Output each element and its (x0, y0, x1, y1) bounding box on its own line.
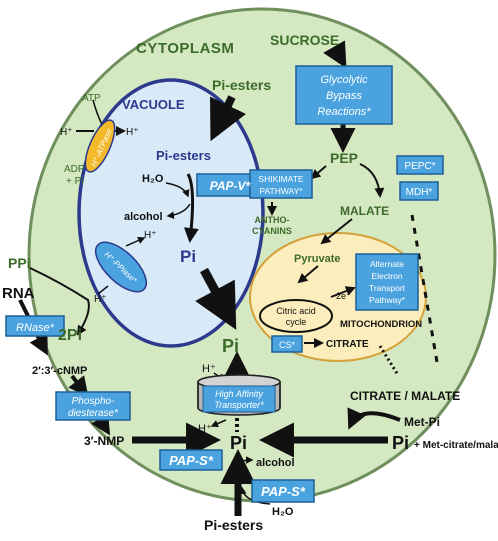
pi-esters-vacuole-label: Pi-esters (156, 148, 211, 163)
citric-line1: Citric acid (276, 306, 316, 316)
citrate-label: CITRATE (326, 339, 369, 350)
pyruvate-label: Pyruvate (294, 253, 340, 265)
alcohol-vacuole-label: alcohol (124, 211, 163, 223)
pi-right-label: Pi (392, 433, 409, 453)
pepc-label: PEPC* (404, 161, 435, 172)
sucrose-label: SUCROSE (270, 32, 339, 48)
h-plus-atpase-out: H⁺ (126, 127, 139, 138)
glycolytic-line3: Reactions* (317, 106, 371, 118)
pap-v-label: PAP-V* (210, 179, 252, 193)
pep-label: PEP (330, 150, 358, 166)
met-pi-label: Met-Pi (404, 415, 440, 429)
cytoplasm-label: CYTOPLASM (136, 40, 234, 57)
mdh-box (399, 181, 439, 201)
citrate-malate-label: CITRATE / MALATE (350, 389, 460, 403)
pi-esters-top-label: Pi-esters (212, 77, 271, 93)
pap-s-left-box (159, 449, 223, 471)
glycolytic-line1: Glycolytic (320, 74, 368, 86)
alt-pathway-line3: Transport (369, 283, 406, 293)
rnase-label: RNase* (16, 322, 55, 334)
cs-box (271, 335, 303, 353)
mitochondrion-label: MITOCHONDRION (340, 319, 422, 330)
met-citrate-label: + Met-citrate/malate (414, 440, 498, 451)
pi-vacuole-label: Pi (180, 247, 196, 266)
h-plus-ppiase-out: H⁺ (94, 294, 107, 305)
transporter-line1: High Affinity (215, 389, 263, 399)
adp-label: ADP (64, 164, 85, 175)
h-plus-transporter-bottom: H⁺ (198, 423, 212, 435)
atp-label: ATP (82, 93, 101, 104)
h-ppiase-pump (94, 241, 148, 293)
alt-pathway-line2: Electron (371, 271, 402, 281)
adp-pi-label: + Pi (66, 176, 84, 187)
alt-pathway-line4: Pathway* (369, 295, 406, 305)
pap-s-left-label: PAP-S* (169, 453, 214, 468)
pap-s-bottom-label: PAP-S* (261, 484, 306, 499)
shikimate-line1: SHIKIMATE (258, 174, 304, 184)
two-pi-label: 2Pi (58, 327, 82, 344)
transporter-line2: Transporter* (214, 400, 264, 410)
rna-label: RNA (2, 285, 35, 302)
glycolytic-line2: Bypass (326, 90, 363, 102)
malate-label: MALATE (340, 204, 389, 218)
shikimate-box (249, 169, 313, 199)
nmp-label: 3′-NMP (84, 434, 124, 448)
cs-label: CS* (279, 340, 296, 350)
phosphodiesterase-line1: Phospho- (72, 396, 115, 407)
cnmp-label: 2′:3′-cNMP (32, 365, 87, 377)
phosphodiesterase-box (55, 391, 131, 421)
rnase-box (5, 315, 65, 337)
pi-center-label: Pi (230, 433, 247, 453)
h-plus-transporter-top: H⁺ (202, 363, 216, 375)
anthocyanins-line2: CYANINS (252, 226, 292, 236)
phosphodiesterase-line2: diesterase* (68, 408, 119, 419)
h2o-vacuole-label: H₂O (142, 173, 164, 185)
anthocyanins-line1: ANTHO- (255, 215, 290, 225)
pi-cyto-label: Pi (222, 336, 239, 356)
pi-esters-bottom-label: Pi-esters (204, 517, 263, 533)
alcohol-bottom-label: alcohol (256, 457, 295, 469)
glycolytic-box (295, 65, 393, 125)
h-atpase-pump (84, 119, 116, 173)
vacuole-compartment (77, 78, 265, 348)
labels: CYTOPLASM SUCROSE Glycolytic Bypass Reac… (2, 32, 498, 533)
citric-line2: cycle (286, 317, 307, 327)
h2o-bottom-label: H₂O (272, 506, 294, 518)
alt-pathway-line1: Alternate (370, 259, 404, 269)
pepc-box (396, 155, 444, 175)
vacuole-label: VACUOLE (122, 97, 185, 112)
h-plus-ppiase-in: H⁺ (144, 230, 157, 241)
h-plus-atpase-in: H⁺ (60, 127, 73, 138)
pap-s-bottom-box (251, 479, 315, 503)
shikimate-line2: PATHWAY* (259, 186, 303, 196)
mdh-label: MDH* (406, 187, 433, 198)
two-e-label: 2e⁻ (336, 291, 351, 301)
ppi-label: PPi (8, 255, 31, 271)
enzyme-boxes (5, 65, 444, 503)
high-affinity-transporter (197, 374, 281, 416)
alt-pathway-box (355, 253, 419, 311)
citric-acid-cycle (259, 299, 333, 333)
